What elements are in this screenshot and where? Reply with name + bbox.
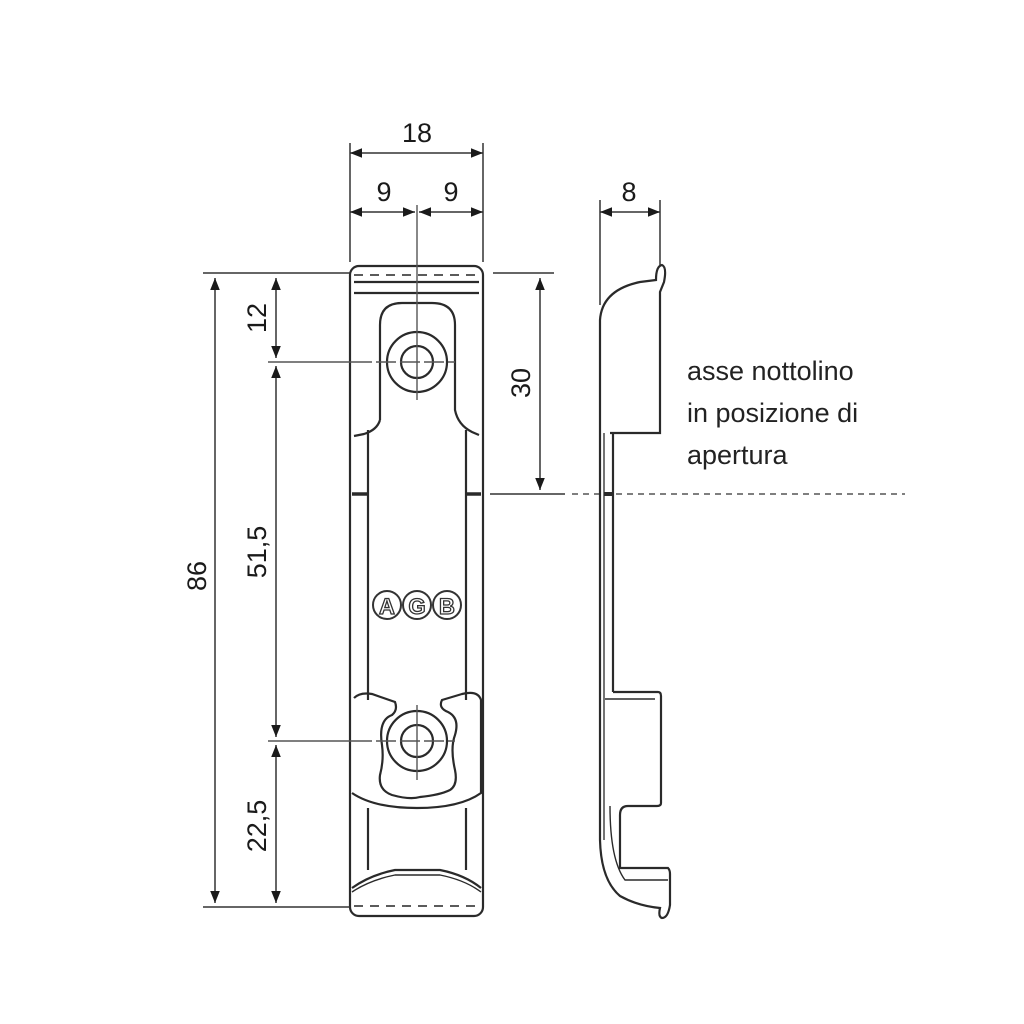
top-slot: [353, 301, 480, 438]
dim-width-total: 18: [402, 118, 432, 148]
annotation-line-2: in posizione di: [687, 398, 859, 428]
center-lines: [268, 205, 455, 780]
logo-letter-g: G: [408, 594, 425, 619]
side-view: [598, 263, 672, 920]
dim-height-total: 86: [182, 561, 212, 591]
logo-letter-b: B: [439, 594, 455, 619]
dim-side-depth: 8: [621, 177, 636, 207]
annotation-line-1: asse nottolino: [687, 356, 854, 386]
agb-logo: A G B: [372, 590, 462, 620]
bottom-cam: [351, 691, 483, 810]
dim-half-right: 9: [443, 177, 458, 207]
dim-hole-to-hole: 51,5: [242, 526, 272, 579]
dim-top-to-hole: 12: [242, 303, 272, 333]
dim-half-left: 9: [376, 177, 391, 207]
annotation-line-3: apertura: [687, 440, 788, 470]
logo-letter-a: A: [379, 594, 395, 619]
dim-top-to-axis: 30: [506, 368, 536, 398]
dimension-lines: [203, 143, 905, 908]
dim-hole-to-base: 22,5: [242, 800, 272, 853]
axis-annotation: asse nottolino in posizione di apertura: [687, 350, 858, 476]
